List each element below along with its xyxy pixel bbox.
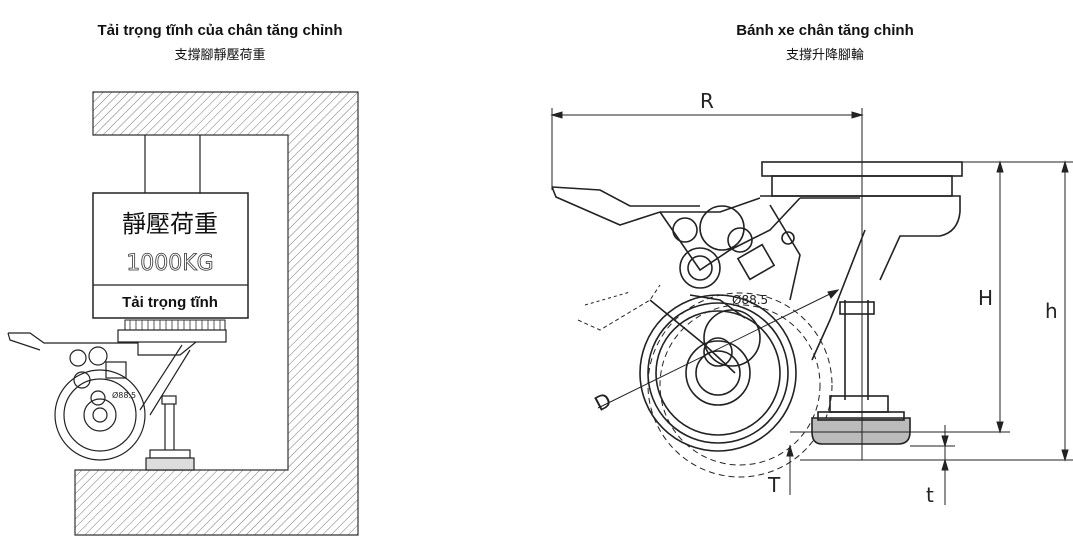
dim-D: D	[590, 388, 615, 416]
dim-t: t	[926, 483, 934, 507]
brake-pedal	[551, 186, 761, 226]
left-press-diagram: 靜壓荷重 1000KG Tải trọng tĩnh	[7, 91, 359, 536]
left-panel-subtitle: 支撐腳靜壓荷重	[174, 48, 266, 63]
caster-wheel	[639, 294, 797, 452]
right-panel-subtitle: 支撐升降腳輪	[785, 48, 864, 63]
dim-h: h	[1045, 299, 1058, 323]
load-box	[92, 192, 249, 319]
small-caster	[7, 332, 197, 471]
leveling-foot	[811, 417, 911, 445]
dimension-lines	[550, 108, 1073, 505]
small-diameter-label: Ø88.5	[112, 390, 136, 400]
load-box-value: 1000KG	[126, 251, 213, 276]
right-caster-diagram	[551, 161, 963, 478]
dim-H: H	[978, 286, 993, 310]
dim-T: T	[767, 473, 781, 497]
right-panel-title: Bánh xe chân tăng chỉnh	[736, 22, 914, 39]
load-box-label: Tải trọng tĩnh	[122, 294, 218, 311]
press-frame	[74, 91, 359, 536]
dim-R: R	[700, 89, 714, 113]
dim-diameter: Ø88.5	[732, 293, 768, 307]
load-box-cjk: 靜壓荷重	[122, 210, 218, 238]
left-panel-title: Tải trọng tĩnh của chân tăng chỉnh	[97, 22, 343, 39]
